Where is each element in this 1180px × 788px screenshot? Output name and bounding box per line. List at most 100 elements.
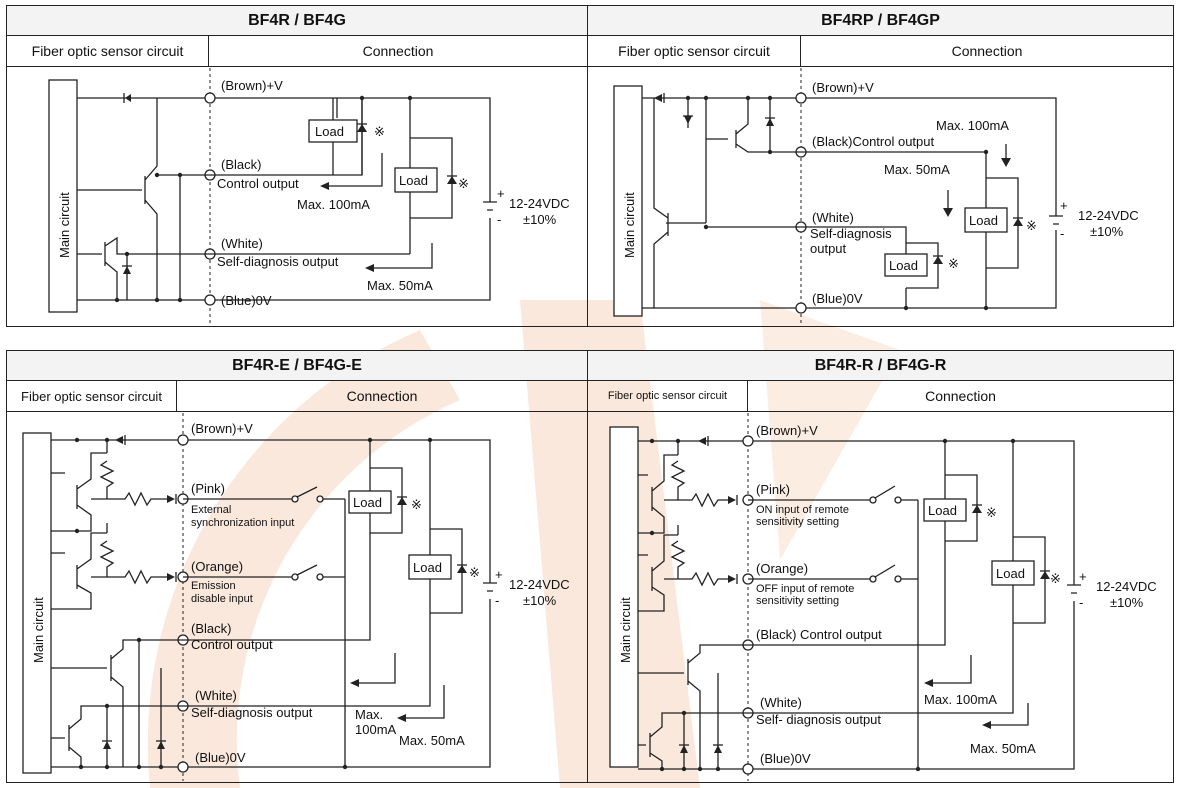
label-sync-input: synchronization input xyxy=(191,517,294,529)
note-mark: ※ xyxy=(469,565,480,580)
main-circuit-label: Main circuit xyxy=(31,597,46,663)
label-white: (White) xyxy=(760,695,802,710)
supply-voltage: 12-24VDC xyxy=(509,577,570,592)
load-label: Load xyxy=(399,173,428,188)
label-white: (White) xyxy=(221,236,263,251)
load-label: Load xyxy=(353,495,382,510)
plus-sign: + xyxy=(1079,569,1087,584)
main-circuit-block xyxy=(613,85,643,317)
connection-header: Connection xyxy=(177,381,587,412)
supply-voltage: 12-24VDC xyxy=(1078,208,1139,223)
label-blue: (Blue)0V xyxy=(760,751,811,766)
main-circuit-label: Main circuit xyxy=(622,192,637,258)
sensor-circuit-header: Fiber optic sensor circuit xyxy=(7,36,209,67)
label-sensitivity-1: sensitivity setting xyxy=(756,516,839,528)
label-emission: Emission xyxy=(191,580,236,592)
current-50ma: Max. 50mA xyxy=(367,278,433,293)
supply-tolerance: ±10% xyxy=(523,593,557,608)
load-label: Load xyxy=(969,213,998,228)
label-black: (Black) xyxy=(191,621,231,636)
current-max: Max. xyxy=(355,707,383,722)
supply-voltage: 12-24VDC xyxy=(1096,579,1157,594)
panel-bf4rp: BF4RP / BF4GP Fiber optic sensor circuit… xyxy=(587,5,1174,327)
supply-voltage: 12-24VDC xyxy=(509,196,570,211)
label-brown: (Brown)+V xyxy=(191,421,253,436)
label-disable-input: disable input xyxy=(191,593,253,605)
panel-bf4r-e: BF4R-E / BF4G-E Fiber optic sensor circu… xyxy=(6,350,588,783)
label-black: (Black) xyxy=(221,157,261,172)
current-100ma: 100mA xyxy=(355,722,397,737)
label-sensitivity-2: sensitivity setting xyxy=(756,595,839,607)
supply-tolerance: ±10% xyxy=(1090,224,1124,239)
note-mark: ※ xyxy=(1050,571,1061,586)
current-100ma: Max. 100mA xyxy=(924,692,997,707)
label-on-input: ON input of remote xyxy=(756,504,849,516)
load-label: Load xyxy=(315,124,344,139)
current-50ma: Max. 50mA xyxy=(970,741,1036,756)
panel-title: BF4R-E / BF4G-E xyxy=(7,351,587,381)
current-100ma: Max. 100mA xyxy=(297,197,370,212)
supply-tolerance: ±10% xyxy=(523,212,557,227)
note-mark: ※ xyxy=(1026,218,1037,233)
label-orange: (Orange) xyxy=(191,559,243,574)
main-circuit-block xyxy=(22,432,52,774)
label-control-output: Control output xyxy=(191,637,273,652)
label-brown: (Brown)+V xyxy=(756,423,818,438)
sensor-circuit-header: Fiber optic sensor circuit xyxy=(588,36,801,67)
load-label: Load xyxy=(996,566,1025,581)
label-blue: (Blue)0V xyxy=(221,293,272,308)
panel-title: BF4R-R / BF4G-R xyxy=(588,351,1173,381)
panel-bf4r-r: BF4R-R / BF4G-R Fiber optic sensor circu… xyxy=(587,350,1174,783)
label-self-diag: Self-diagnosis output xyxy=(217,254,339,269)
label-black-control: (Black)Control output xyxy=(812,134,934,149)
label-blue: (Blue)0V xyxy=(195,750,246,765)
note-mark: ※ xyxy=(948,256,959,271)
minus-sign: - xyxy=(495,593,499,608)
label-pink: (Pink) xyxy=(756,482,790,497)
plus-sign: + xyxy=(1060,198,1068,213)
connection-header: Connection xyxy=(801,36,1173,67)
sensor-circuit-header: Fiber optic sensor circuit xyxy=(588,381,748,412)
label-self-diag: Self- diagnosis output xyxy=(756,712,881,727)
label-blue: (Blue)0V xyxy=(812,291,863,306)
circuit-diagram: Main circuit + - (Brown)+V (Pink) ON inp… xyxy=(609,413,1157,781)
note-mark: ※ xyxy=(458,176,469,191)
connection-header: Connection xyxy=(748,381,1173,412)
main-circuit-label: Main circuit xyxy=(618,597,633,663)
label-black-control: (Black) Control output xyxy=(756,627,882,642)
label-white: (White) xyxy=(812,210,854,225)
label-external: External xyxy=(191,504,231,516)
main-circuit-block xyxy=(48,79,78,313)
load-label: Load xyxy=(928,503,957,518)
plus-sign: + xyxy=(497,186,505,201)
connection-header: Connection xyxy=(209,36,587,67)
note-mark: ※ xyxy=(411,497,422,512)
circuit-diagram: Main circuit + - (Brown)+V (Pink) Extern… xyxy=(22,413,570,781)
supply-tolerance: ±10% xyxy=(1110,595,1144,610)
main-circuit-label: Main circuit xyxy=(57,192,72,258)
label-control-output: Control output xyxy=(217,176,299,191)
label-self-diag: Self-diagnosis output xyxy=(191,705,313,720)
main-circuit-block xyxy=(609,426,639,768)
load-label: Load xyxy=(413,560,442,575)
label-off-input: OFF input of remote xyxy=(756,583,854,595)
current-50ma: Max. 50mA xyxy=(884,162,950,177)
minus-sign: - xyxy=(1060,226,1064,241)
label-white: (White) xyxy=(195,688,237,703)
circuit-diagram: Main circuit + - (Brown)+V (Black) Contr… xyxy=(48,68,570,326)
label-orange: (Orange) xyxy=(756,561,808,576)
label-pink: (Pink) xyxy=(191,481,225,496)
label-output: output xyxy=(810,241,847,256)
load-label: Load xyxy=(889,258,918,273)
current-50ma: Max. 50mA xyxy=(399,733,465,748)
note-mark: ※ xyxy=(986,505,997,520)
current-100ma: Max. 100mA xyxy=(936,118,1009,133)
panel-title: BF4R / BF4G xyxy=(7,6,587,36)
circuit-diagram: Main circuit + - (Brown)+V (Black)Contro… xyxy=(613,68,1139,326)
panel-title: BF4RP / BF4GP xyxy=(588,6,1173,36)
plus-sign: + xyxy=(495,567,503,582)
sensor-circuit-header: Fiber optic sensor circuit xyxy=(7,381,177,412)
minus-sign: - xyxy=(1079,595,1083,610)
label-self-diag: Self-diagnosis xyxy=(810,226,892,241)
label-brown: (Brown)+V xyxy=(221,78,283,93)
